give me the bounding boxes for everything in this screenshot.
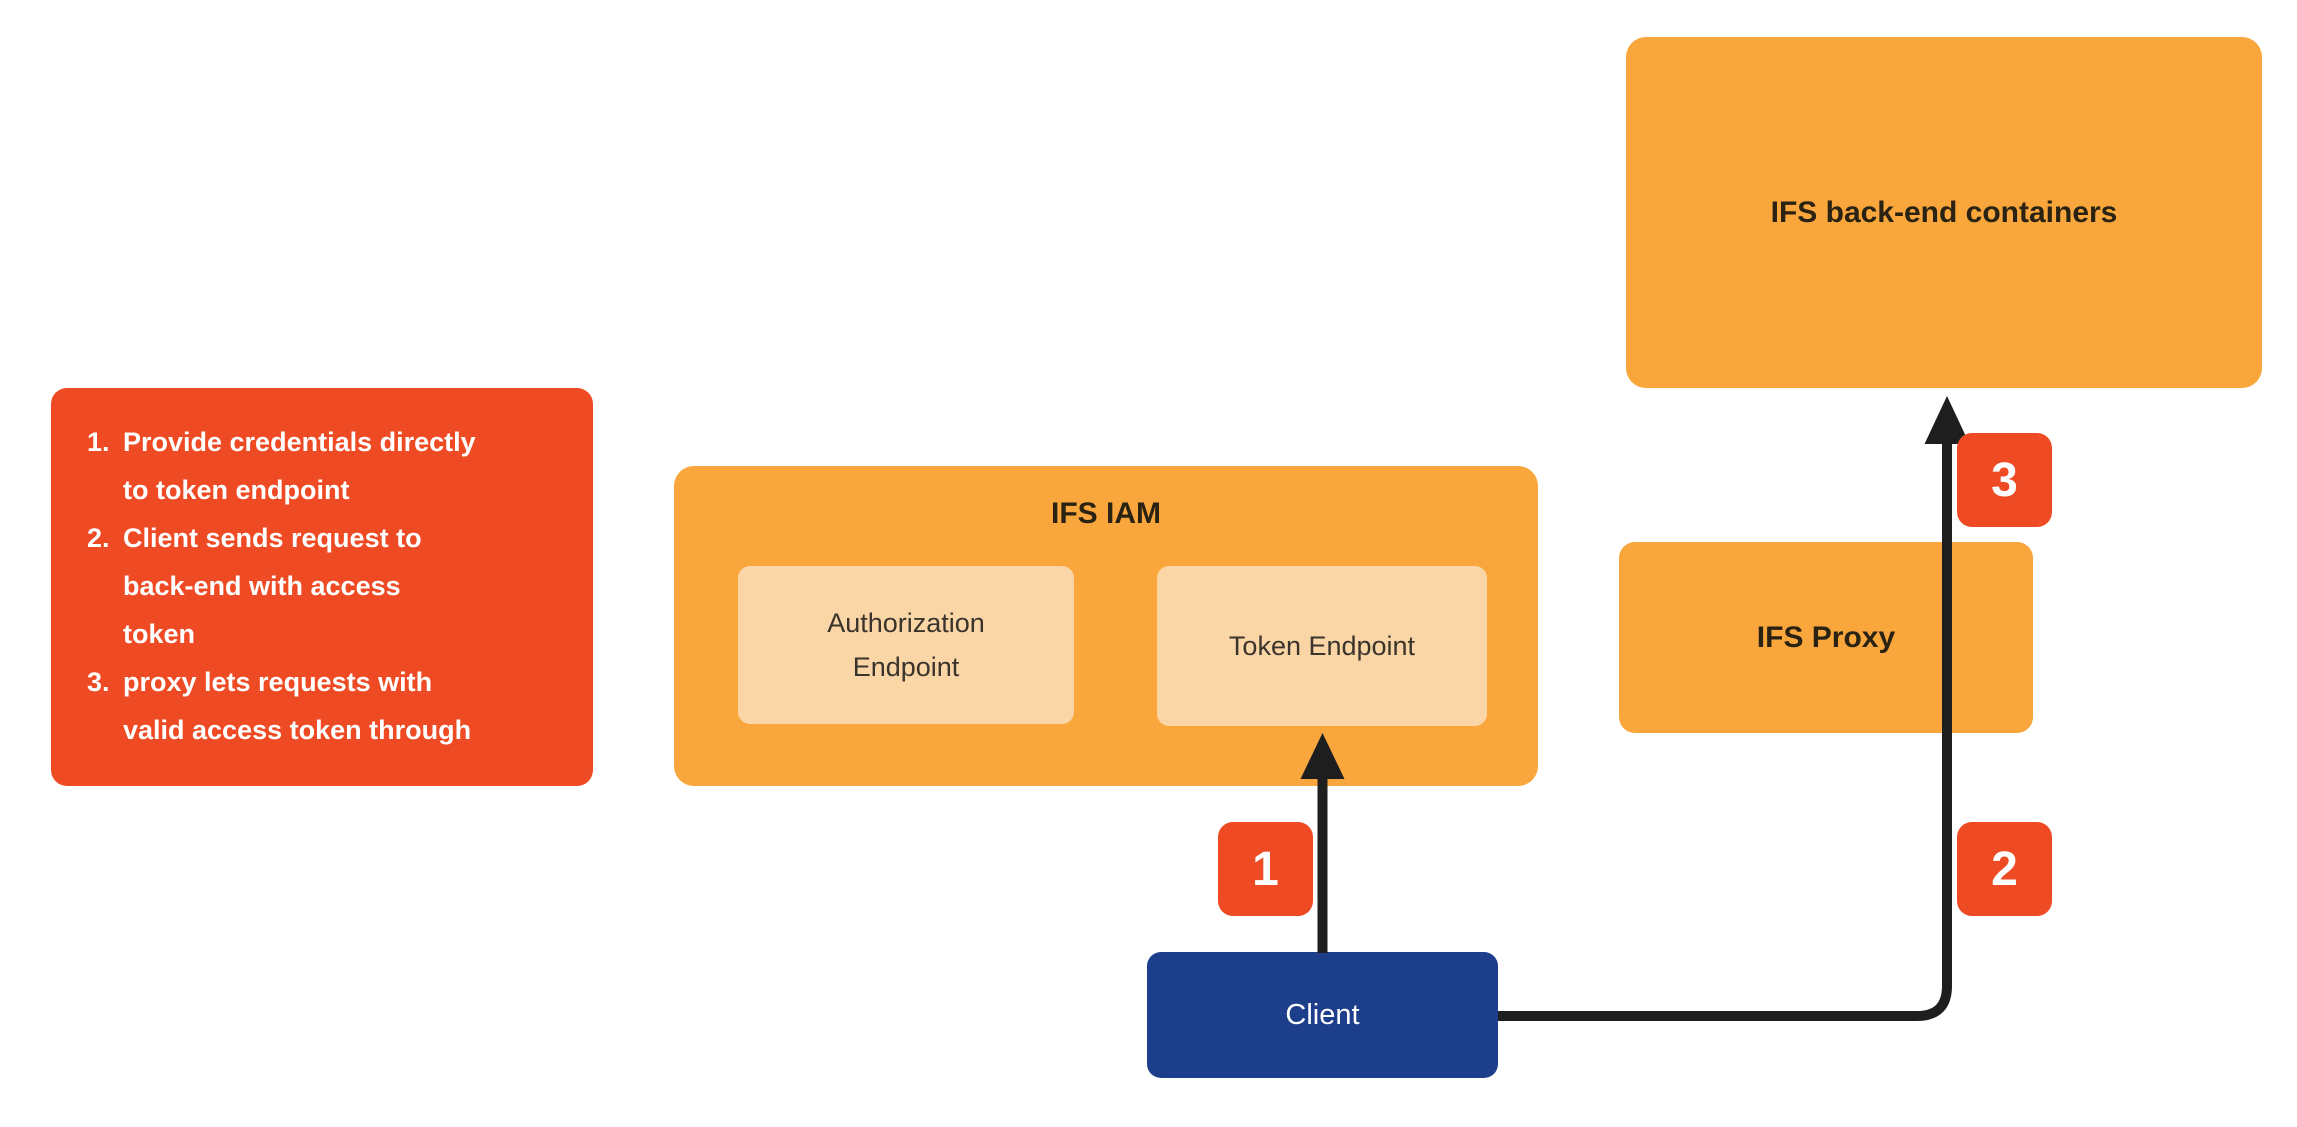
authorization-endpoint-label-line: Endpoint — [852, 652, 960, 682]
note-item-2: 2. Client sends request to back-end with… — [87, 514, 575, 658]
note-number: 2. — [87, 523, 110, 553]
ifs-proxy-title: IFS Proxy — [1756, 620, 1896, 654]
client-box: Client — [1147, 952, 1498, 1078]
ifs-iam-title: IFS IAM — [1051, 497, 1161, 530]
ifs-iam-box: IFS IAM Authorization Endpoint Token End… — [674, 466, 1538, 786]
notes-card: 1. Provide credentials directly to token… — [51, 388, 593, 786]
ifs-backend-containers-title: IFS back-end containers — [1770, 195, 2118, 229]
step-badge-2: 2 — [1957, 822, 2052, 916]
authorization-endpoint-label-line: Authorization — [827, 608, 985, 638]
note-line: proxy lets requests with — [123, 667, 433, 697]
step-badge-3-label: 3 — [1991, 453, 2018, 507]
token-endpoint-box: Token Endpoint — [1157, 566, 1487, 726]
step-badge-3: 3 — [1957, 433, 2052, 527]
ifs-proxy-box: IFS Proxy — [1619, 542, 2033, 733]
step-badge-2-label: 2 — [1991, 842, 2018, 896]
note-number: 1. — [87, 427, 110, 457]
note-line: valid access token through — [123, 715, 472, 745]
note-line: Provide credentials directly — [123, 427, 476, 457]
note-number: 3. — [87, 667, 110, 697]
ifs-backend-containers-box: IFS back-end containers — [1626, 37, 2262, 388]
token-endpoint-label: Token Endpoint — [1228, 631, 1416, 661]
client-label: Client — [1285, 998, 1360, 1031]
note-item-1: 1. Provide credentials directly to token… — [87, 418, 575, 514]
note-line: token — [123, 619, 196, 649]
note-text: Provide credentials directly to token en… — [123, 418, 476, 514]
note-line: back-end with access — [123, 571, 401, 601]
authorization-endpoint-box: Authorization Endpoint — [738, 566, 1074, 724]
note-text: proxy lets requests with valid access to… — [123, 658, 471, 754]
note-line: to token endpoint — [123, 475, 350, 505]
step-badge-1-label: 1 — [1252, 842, 1279, 896]
step-badge-1: 1 — [1218, 822, 1313, 916]
note-line: Client sends request to — [123, 523, 422, 553]
note-item-3: 3. proxy lets requests with valid access… — [87, 658, 575, 754]
note-text: Client sends request to back-end with ac… — [123, 514, 422, 658]
